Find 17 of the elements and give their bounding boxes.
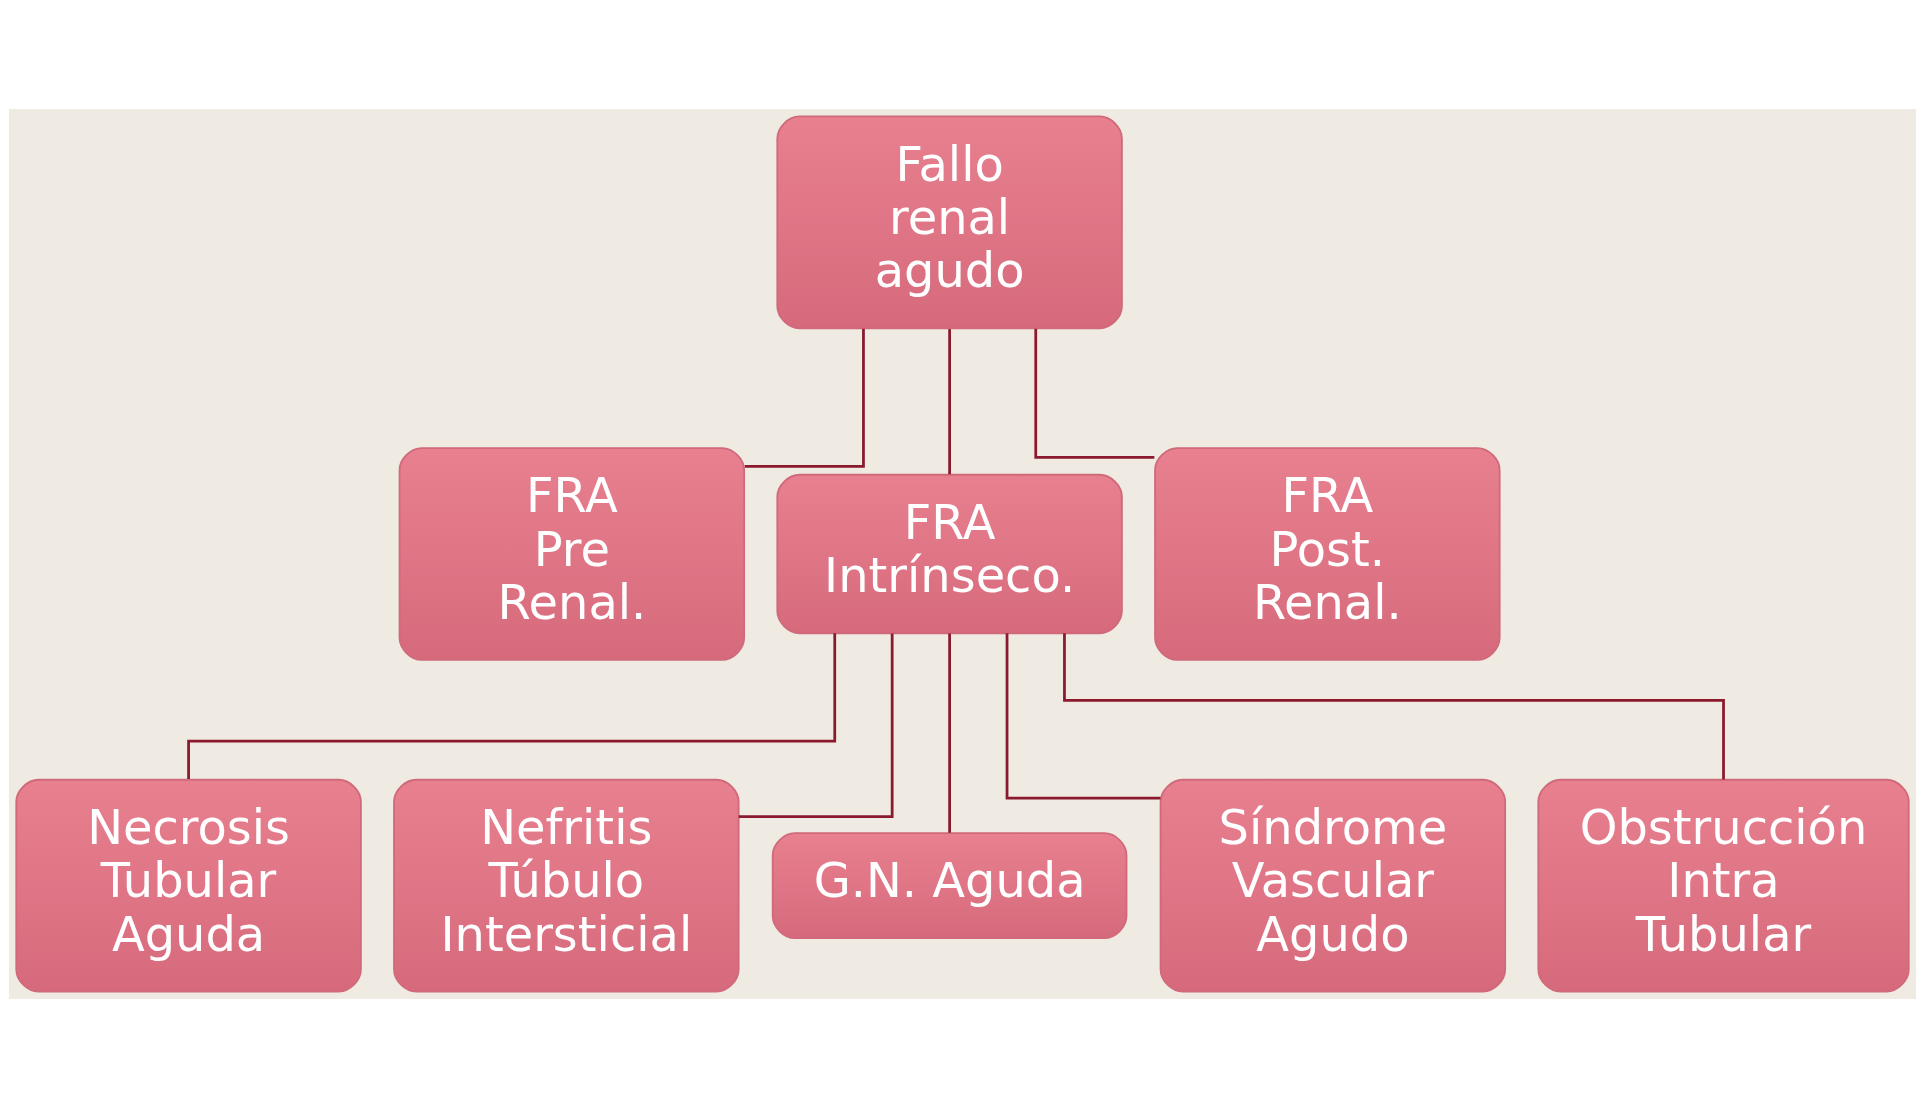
connector [1005,632,1161,800]
node-box: Necrosis Tubular Aguda [15,778,362,993]
connector [948,632,951,833]
node-box: Síndrome Vascular Agudo [1159,778,1507,993]
connector [744,328,865,468]
node-box: Nefritis Túbulo Intersticial [393,778,740,993]
node-box: FRA Intrínseco. [776,473,1123,634]
node-box: Obstrucción Intra Tubular [1537,778,1910,993]
connector [187,632,837,779]
connector [948,328,951,474]
node-box: Fallo renal agudo [776,114,1123,329]
connector [1034,328,1155,459]
node-box: G.N. Aguda [771,831,1128,939]
connector [1063,632,1725,780]
node-box: FRA Post. Renal. [1154,446,1501,661]
node-box: FRA Pre Renal. [398,446,746,661]
connector [738,633,894,818]
